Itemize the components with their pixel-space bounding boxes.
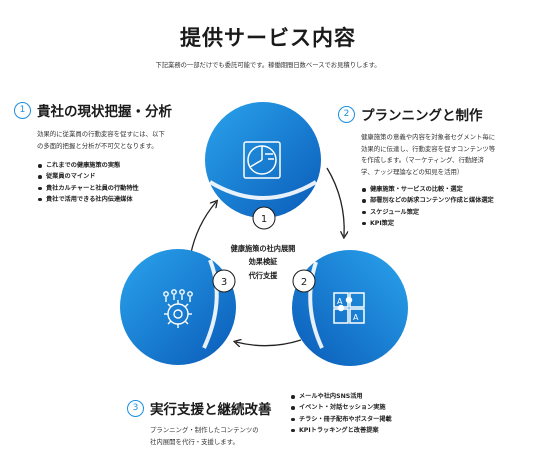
svg-text:1: 1 bbox=[261, 214, 267, 225]
section-2-heading: 2 プランニングと制作 bbox=[338, 104, 495, 124]
circle-2 bbox=[292, 250, 408, 366]
arrow-2-to-3 bbox=[236, 340, 302, 346]
svg-text:2: 2 bbox=[301, 277, 307, 288]
list-item: 部署別などの訴求コンテンツ作成と媒体選定 bbox=[361, 195, 495, 206]
section-3: 3 実行支援と継続改善 プランニング・制作したコンテンツの 社内展開を代行・支援… bbox=[127, 398, 272, 448]
list-item: 貴社で活用できる社内伝達媒体 bbox=[37, 194, 172, 205]
list-item: チラシ・冊子配布やポスター掲載 bbox=[290, 414, 392, 425]
circle-3 bbox=[120, 249, 236, 365]
section-2-bullets: 健康施策・サービスの比較・選定 部署別などの訴求コンテンツ作成と媒体選定 スケジ… bbox=[361, 184, 495, 229]
list-item: スケジュール策定 bbox=[361, 207, 495, 218]
list-item: これまでの健康施策の実態 bbox=[37, 160, 172, 171]
section-1: 1 貴社の現状把握・分析 効果的に従業員の行動変容を促すには、以下 の多面的把握… bbox=[14, 100, 172, 205]
circle-badge-3: 3 bbox=[212, 269, 236, 293]
svg-text:A: A bbox=[337, 297, 343, 306]
pie-chart-icon bbox=[243, 141, 281, 179]
section-2-number: 2 bbox=[338, 105, 355, 123]
page-title: 提供サービス内容 bbox=[180, 26, 356, 50]
gear-people-icon bbox=[163, 289, 193, 328]
section-3-heading: 3 実行支援と継続改善 bbox=[127, 398, 272, 418]
circle-badge-2: 2 bbox=[292, 269, 316, 293]
list-item: KPIトラッキングと改善提案 bbox=[290, 425, 392, 436]
list-item: 貴社カルチャーと社員の行動特性 bbox=[37, 183, 172, 194]
section-1-bullets: これまでの健康施策の実態 従業員のマインド 貴社カルチャーと社員の行動特性 貴社… bbox=[37, 160, 172, 205]
center-text: 健康施策の社内展開 効果検証 代行支援 bbox=[230, 244, 296, 280]
section-2-title: プランニングと制作 bbox=[361, 108, 483, 124]
section-3-description: プランニング・制作したコンテンツの 社内展開を代行・支援します。 bbox=[150, 426, 259, 446]
svg-text:3: 3 bbox=[221, 277, 227, 288]
section-2-description: 健康施策の意義や内容を対象者セグメント毎に 効果的に伝達し、行動変容を促すコンテ… bbox=[361, 133, 496, 176]
list-item: 従業員のマインド bbox=[37, 171, 172, 182]
arrow-1-to-2 bbox=[326, 167, 344, 236]
section-1-heading: 1 貴社の現状把握・分析 bbox=[14, 100, 172, 120]
list-item: メールや社内SNS活用 bbox=[290, 391, 392, 402]
list-item: KPI策定 bbox=[361, 218, 495, 229]
page-subtitle: 下記業務の一部だけでも委託可能です。稼働期間日数ベースでお見積りします。 bbox=[155, 62, 381, 69]
section-1-number: 1 bbox=[14, 101, 31, 119]
puzzle-icon: A A bbox=[333, 292, 365, 324]
list-item: 健康施策・サービスの比較・選定 bbox=[361, 184, 495, 195]
section-2: 2 プランニングと制作 健康施策の意義や内容を対象者セグメント毎に 効果的に伝達… bbox=[338, 104, 495, 229]
circle-badge-1: 1 bbox=[252, 206, 276, 230]
section-3-number: 3 bbox=[127, 399, 144, 417]
section-3-bullets: メールや社内SNS活用 イベント・対話セッション実施 チラシ・冊子配布やポスター… bbox=[290, 391, 392, 436]
list-item: イベント・対話セッション実施 bbox=[290, 402, 392, 413]
section-1-title: 貴社の現状把握・分析 bbox=[37, 104, 172, 120]
svg-text:A: A bbox=[353, 313, 359, 322]
section-3-title: 実行支援と継続改善 bbox=[150, 402, 272, 418]
circle-1 bbox=[205, 102, 321, 218]
section-1-description: 効果的に従業員の行動変容を促すには、以下 の多面的把握と分析が不可欠となります。 bbox=[37, 130, 165, 150]
